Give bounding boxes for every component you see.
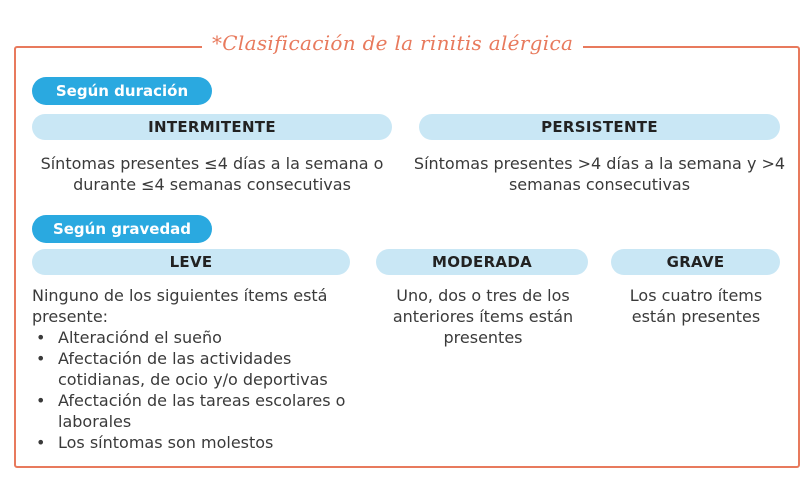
header-moderada: MODERADA: [376, 249, 588, 275]
list-item: Alteraciónd el sueño: [32, 327, 362, 348]
section-tag-severity: Según gravedad: [32, 215, 212, 243]
list-item: Afectación de las actividades cotidianas…: [32, 348, 362, 390]
intermitente-description: Síntomas presentes ≤4 días a la semana o…: [40, 154, 384, 194]
list-item: Los síntomas son molestos: [32, 432, 362, 453]
header-intermitente: INTERMITENTE: [32, 114, 392, 140]
moderada-description: Uno, dos o tres de los anteriores ítems …: [392, 286, 574, 347]
persistente-description: Síntomas presentes >4 días a la semana y…: [413, 154, 786, 194]
leve-criteria-list: Alteraciónd el sueño Afectación de las a…: [32, 327, 362, 453]
leve-intro: Ninguno de los siguientes ítems está pre…: [32, 286, 328, 326]
list-item: Afectación de las tareas escolares o lab…: [32, 390, 362, 432]
page-title: *Clasificación de la rinitis alérgica: [202, 31, 584, 55]
grave-description: Los cuatro ítems están presentes: [629, 286, 763, 326]
header-grave: GRAVE: [611, 249, 780, 275]
section-tag-duration: Según duración: [32, 77, 212, 105]
header-leve: LEVE: [32, 249, 350, 275]
leve-content: Ninguno de los siguientes ítems está pre…: [32, 285, 362, 453]
header-persistente: PERSISTENTE: [419, 114, 780, 140]
